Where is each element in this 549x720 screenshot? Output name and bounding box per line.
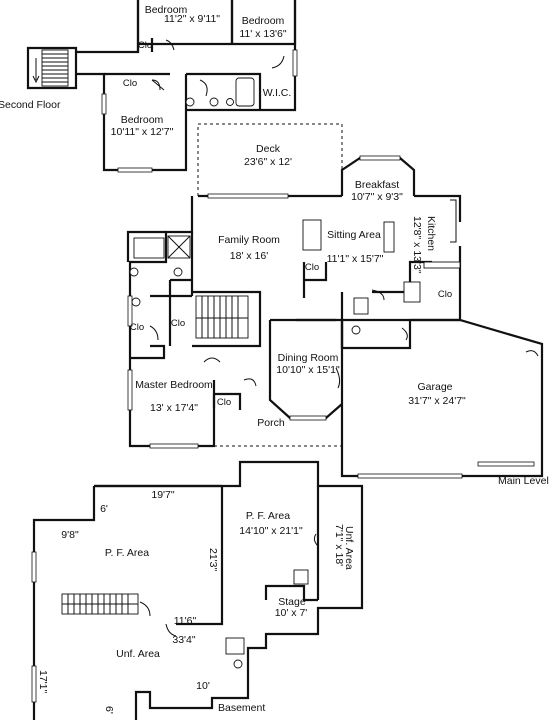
bedroom-top-left-name: Bedroom (145, 4, 188, 16)
garage-name: Garage (417, 381, 452, 393)
main-level: Deck 23'6" x 12' Breakfast 10'7" x 9'3" … (126, 123, 549, 487)
kitchen-dims: 12'8" x 13'3" (411, 216, 423, 274)
stage-name: Stage (278, 596, 306, 608)
deck-dims: 23'6" x 12' (244, 156, 292, 168)
bedroom-top-right-name: Bedroom (242, 15, 285, 27)
unf-area-bottom-name: Unf. Area (116, 648, 160, 660)
basement: 6' 19'7" 9'8" P. F. Area 21'3" P. F. Are… (31, 460, 364, 720)
pf-area-right-name: P. F. Area (246, 510, 290, 522)
pf-area-left-name: P. F. Area (105, 547, 149, 559)
family-room-dims: 18' x 16' (230, 250, 268, 262)
dim-10: 10' (196, 680, 210, 692)
dining-room-name: Dining Room (278, 352, 339, 364)
dim-19-7: 19'7" (151, 489, 175, 501)
closet-label: Clo (438, 289, 452, 300)
unf-area-right-name: Unf. Area (343, 526, 355, 570)
bedroom-top-left-dims: 11'2" x 9'11" (164, 13, 220, 25)
second-floor-label: Second Floor (0, 99, 61, 111)
bedroom-bottom-name: Bedroom (121, 114, 164, 126)
garage-dims: 31'7" x 24'7" (408, 395, 466, 407)
kitchen-name: Kitchen (425, 216, 437, 251)
closet-label: Clo (217, 397, 231, 408)
dim-6b: 6' (103, 706, 115, 714)
wic-label: W.I.C. (263, 87, 292, 99)
porch-label: Porch (257, 417, 285, 429)
dim-11-6: 11'6" (174, 615, 197, 627)
bedroom-bottom-dims: 10'11" x 12'7" (111, 126, 174, 138)
dim-6: 6' (100, 503, 108, 515)
sitting-area-name: Sitting Area (327, 229, 381, 241)
master-bedroom-dims: 13' x 17'4" (150, 402, 198, 414)
dining-room-dims: 10'10" x 15'1" (276, 364, 340, 376)
breakfast-dims: 10'7" x 9'3" (351, 191, 403, 203)
master-bedroom-name: Master Bedroom (135, 379, 213, 391)
closet-label: Clo (138, 40, 152, 51)
main-level-label: Main Level (498, 475, 549, 487)
closet-label: Clo (171, 318, 185, 329)
basement-label: Basement (218, 702, 265, 714)
closet-label: Clo (305, 262, 319, 273)
breakfast-name: Breakfast (355, 179, 399, 191)
closet-label: Clo (123, 78, 137, 89)
dim-21-3: 21'3" (207, 548, 219, 572)
second-floor: Second Floor Bedroom 11'2" x 9'11" Bedro… (0, 0, 298, 173)
dim-17-1: 17'1" (37, 670, 49, 694)
deck-name: Deck (256, 143, 281, 155)
pf-area-right-dims: 14'10" x 21'1" (239, 525, 303, 537)
family-room-name: Family Room (218, 234, 280, 246)
stage-dims: 10' x 7' (275, 607, 308, 619)
dim-9-8: 9'8" (61, 529, 79, 541)
unf-area-right-dims: 7'1" x 18' (333, 524, 345, 566)
closet-label: Clo (130, 322, 144, 333)
sitting-area-dims: 11'1" x 15'7" (327, 253, 384, 265)
dim-33-4: 33'4" (172, 634, 196, 646)
bedroom-top-right-dims: 11' x 13'6" (239, 28, 287, 40)
